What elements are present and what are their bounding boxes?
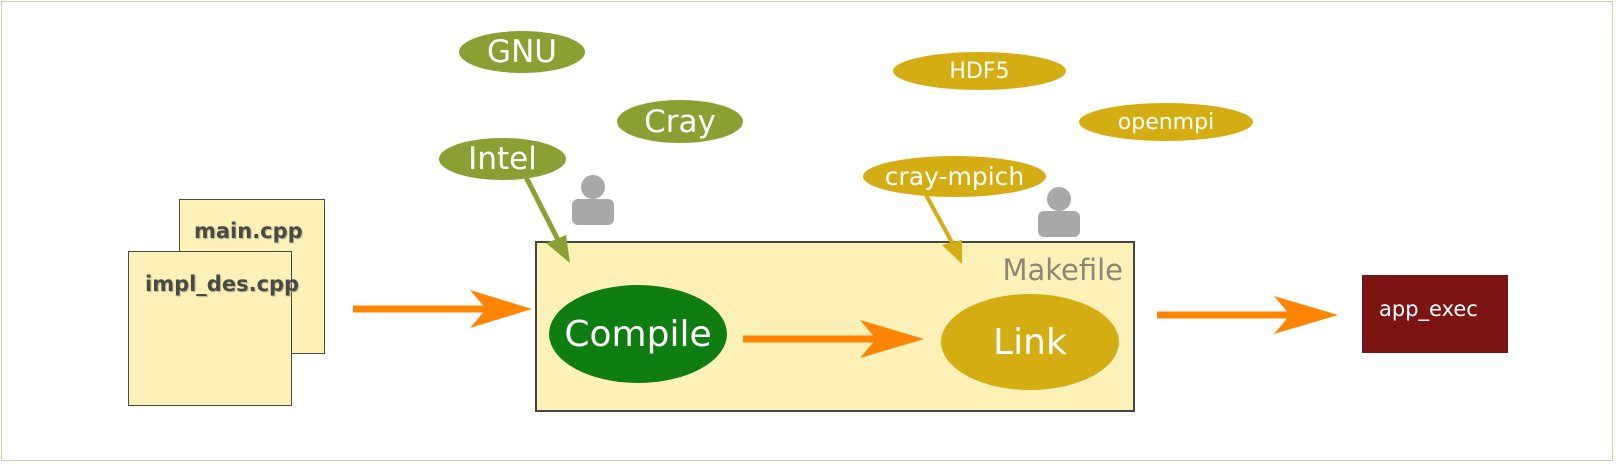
library-openmpi: openmpi <box>1079 103 1253 141</box>
arrow-makefile-to-output <box>1157 296 1338 334</box>
file-main-cpp-label: main.cpp <box>194 219 303 243</box>
output-executable-label: app_exec <box>1379 297 1478 321</box>
makefile-label: Makefile <box>1002 253 1123 287</box>
file-impl-des-cpp: impl_des.cpp <box>128 251 299 406</box>
arrow-files-to-makefile <box>353 290 532 328</box>
compile-step: Compile <box>549 285 727 383</box>
arrow-intel-to-compile <box>523 175 570 263</box>
compiler-intel: Intel <box>439 138 566 180</box>
file-impl-des-cpp-label: impl_des.cpp <box>145 272 300 296</box>
arrow-compile-to-link <box>743 320 924 358</box>
link-step: Link <box>941 294 1119 390</box>
library-cray-mpich: cray-mpich <box>863 156 1046 197</box>
person-icon <box>1038 187 1080 237</box>
compiler-cray: Cray <box>617 100 743 143</box>
output-executable: app_exec <box>1362 275 1508 353</box>
person-icon <box>572 175 614 225</box>
compiler-gnu: GNU <box>459 31 585 73</box>
arrow-cray-mpich-to-link <box>924 194 962 264</box>
library-hdf5: HDF5 <box>893 52 1066 90</box>
